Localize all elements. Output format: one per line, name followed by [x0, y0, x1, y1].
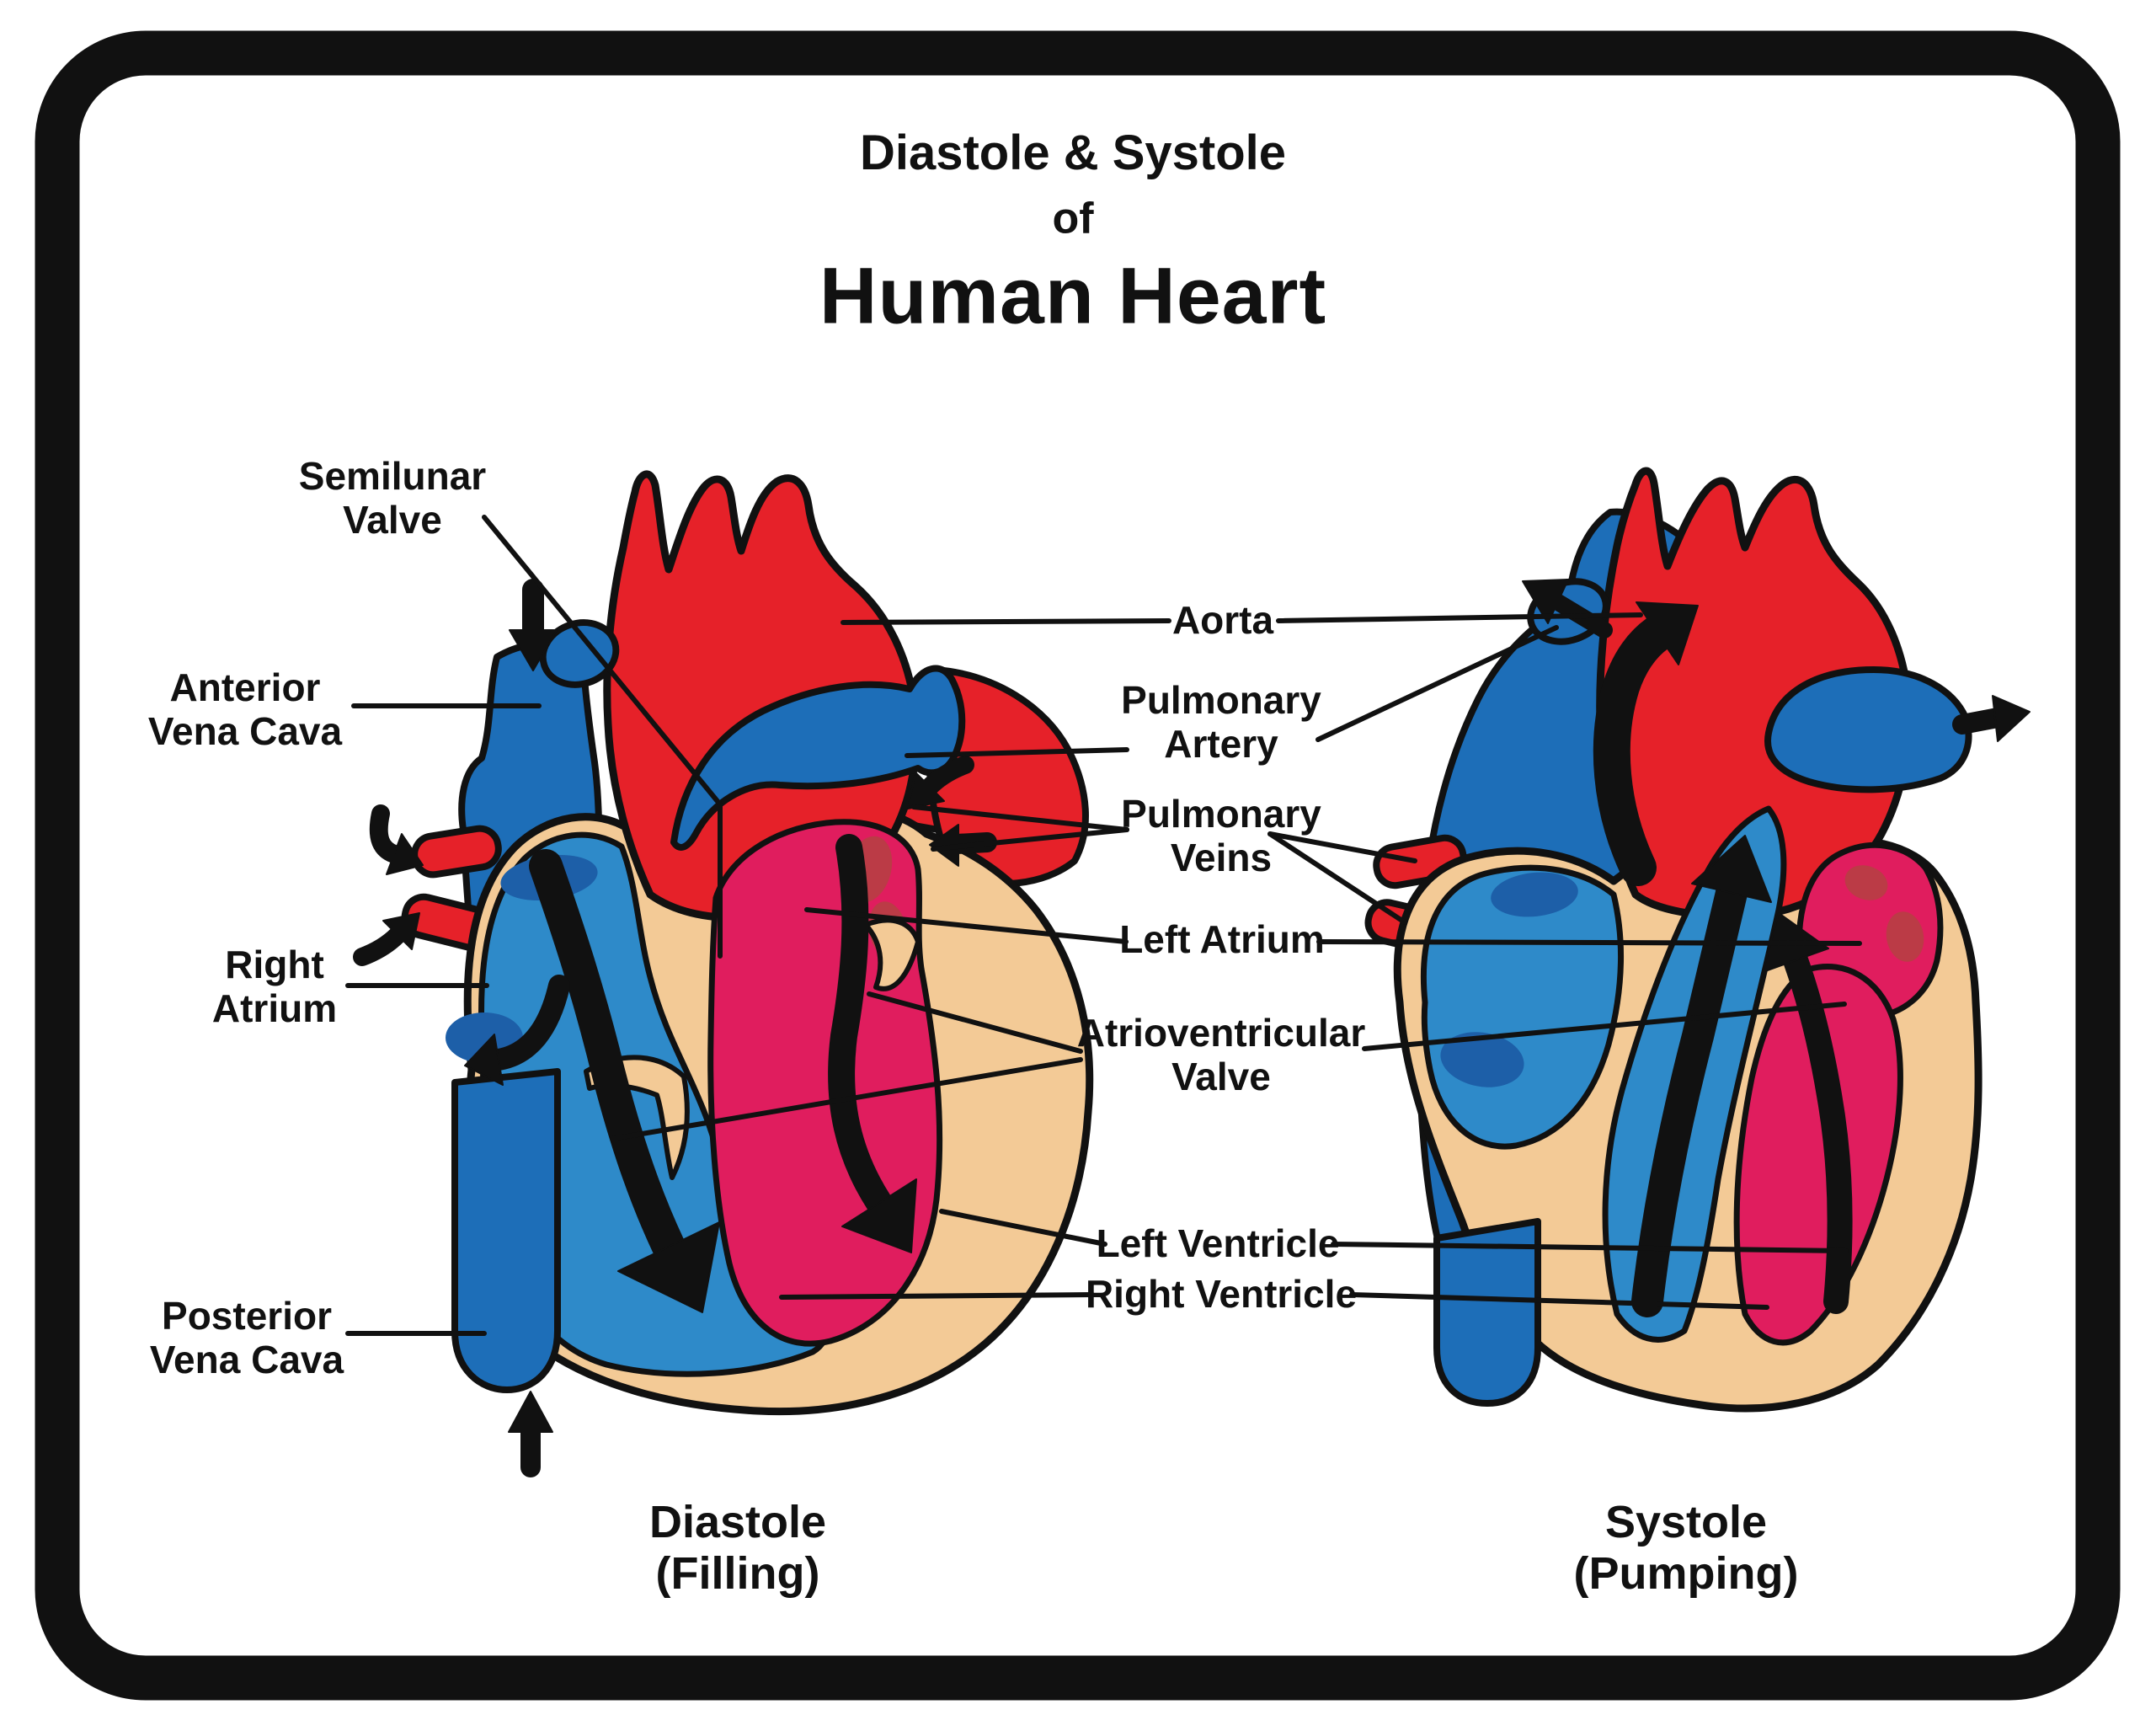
- label-right-ventricle: Right Ventricle: [1085, 1272, 1358, 1317]
- label-posterior-vena-cava: Posterior Vena Cava: [149, 1294, 344, 1381]
- exit-arrowhead: [1992, 695, 2031, 742]
- systole-pulmonary-artery: [1764, 666, 1972, 793]
- label-anterior-vena-cava: Anterior Vena Cava: [147, 665, 343, 753]
- leader-right-ventricle-left: [779, 1292, 1095, 1300]
- flow-arrowhead: [841, 1178, 917, 1253]
- diastole-mitral-leaflet: [863, 917, 921, 991]
- entry-arrowhead: [386, 833, 424, 875]
- flow-arrow-vena-cava-to-ventricle: [529, 849, 686, 1264]
- leader-lines: [345, 515, 1862, 1336]
- flow-arrowhead: [1636, 601, 1699, 665]
- systole-heart: [1364, 467, 2031, 1413]
- leader-left-atrium-right: [1316, 939, 1862, 946]
- diastole-left-chambers: [707, 819, 943, 1347]
- diastole-tricuspid-leaflet: [584, 1055, 690, 1180]
- systole-atrium-shade-1: [1491, 872, 1578, 917]
- diagram-frame: [35, 30, 2121, 1701]
- leader-pulmonary-artery-left: [905, 747, 1129, 758]
- leader-left-ventricle-right: [1331, 1242, 1849, 1253]
- diastole-posterior-vena-cava: [451, 1068, 561, 1393]
- leader-atrioventricular-right: [1362, 1002, 1847, 1051]
- leader-pulmonary-veins-left-1: [911, 804, 1129, 832]
- flow-arrow-aorta: [1593, 615, 1676, 886]
- leader-pulmonary-veins-right-2: [1267, 831, 1407, 925]
- leader-pulmonary-veins-right-1: [1267, 831, 1417, 863]
- systole-posterior-vena-cava: [1433, 1218, 1541, 1407]
- systole-left-atrium-shade-1: [1844, 865, 1888, 900]
- label-pulmonary-veins: Pulmonary Veins: [1121, 792, 1321, 879]
- leader-pulmonary-veins-left-2: [931, 827, 1129, 852]
- leader-right-ventricle-right: [1349, 1292, 1769, 1310]
- entry-arrow-left-vein-1: [369, 804, 403, 863]
- exit-arrowhead: [1522, 579, 1569, 624]
- leader-semilunar-valve: [482, 515, 723, 959]
- systole-flow-arrows: [1522, 579, 2031, 1317]
- label-right-atrium: Right Atrium: [211, 943, 338, 1030]
- entry-arrowhead: [509, 629, 558, 671]
- label-aorta: Aorta: [1171, 598, 1274, 643]
- entry-arrowhead: [508, 1391, 553, 1433]
- entry-arrowhead: [907, 772, 945, 809]
- systole-left-atrium-shade-2: [1886, 911, 1924, 962]
- label-left-atrium: Left Atrium: [1119, 917, 1325, 962]
- title-line-2: of: [1052, 194, 1094, 243]
- leader-aorta-right: [1276, 612, 1643, 623]
- leader-atrioventricular-left-1: [867, 991, 1083, 1054]
- entry-arrowhead: [382, 912, 420, 950]
- flow-arrow-left-atrium-to-ventricle: [828, 834, 893, 1216]
- caption-diastole: Diastole (Filling): [648, 1496, 827, 1599]
- flow-arrow-left-ventricle-up: [1783, 948, 1853, 1314]
- diastole-flow-arrows: [353, 579, 997, 1477]
- label-pulmonary-artery: Pulmonary Artery: [1121, 678, 1321, 766]
- leader-atrioventricular-left-2: [610, 1057, 1083, 1141]
- flow-arrow-atrium-hook: [488, 975, 570, 1071]
- entry-arrow-right-vein-1: [921, 756, 974, 796]
- leader-pulmonary-artery-right: [1315, 625, 1559, 742]
- flow-arrowhead: [464, 1034, 504, 1086]
- title-line-1: Diastole & Systole: [859, 126, 1287, 181]
- leader-left-ventricle-left: [939, 1209, 1107, 1247]
- leader-aorta-left: [841, 618, 1171, 625]
- label-left-ventricle: Left Ventricle: [1096, 1221, 1340, 1266]
- diastole-pulmonary-artery: [670, 665, 966, 851]
- systole-aorta: [1596, 467, 1913, 921]
- systole-atrium-shade-2: [1440, 1032, 1524, 1087]
- entry-arrow-left-vein-2: [353, 926, 407, 966]
- flow-arrowhead: [1691, 835, 1772, 903]
- label-semilunar-valve: Semilunar Valve: [298, 454, 487, 542]
- label-atrioventricular-valve: Atrioventricular Valve: [1076, 1011, 1366, 1098]
- caption-systole: Systole (Pumping): [1573, 1496, 1799, 1599]
- title-line-3: Human Heart: [819, 251, 1327, 341]
- flow-arrowhead: [617, 1221, 720, 1313]
- leader-left-atrium-left: [804, 907, 1129, 944]
- exit-arrow-pulmonary-right: [1952, 708, 2008, 735]
